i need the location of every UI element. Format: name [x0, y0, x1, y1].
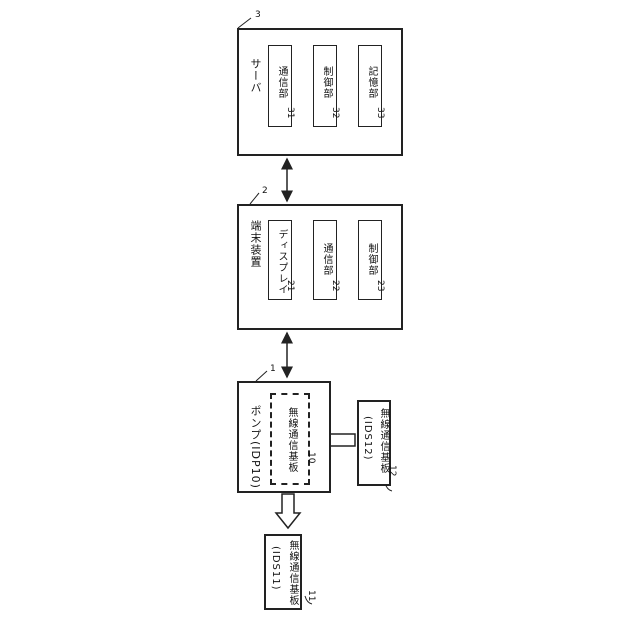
terminal-label: 端末装置: [247, 220, 263, 268]
ref-12: 12: [387, 465, 397, 476]
ids11-box: 無線通信基板 (IDS11): [264, 534, 302, 610]
server-control-label: 制御部: [319, 66, 334, 99]
ref-32: 32: [330, 107, 340, 118]
server-storage-label: 記憶部: [364, 66, 379, 99]
ref-33: 33: [375, 107, 385, 118]
ids12-label-2: (IDS12): [362, 416, 373, 461]
terminal-control-label: 制御部: [364, 243, 379, 276]
ref-23: 23: [375, 280, 385, 291]
server-comm-label: 通信部: [274, 66, 289, 99]
leader-3: [238, 18, 251, 28]
pump-ref: 1: [270, 364, 276, 374]
ref-21: 21: [285, 280, 295, 291]
pump-board-label: 無線通信基板: [284, 407, 299, 473]
ref-10: 10: [306, 452, 316, 463]
server-ref: 3: [255, 10, 261, 20]
server-label: サーバ: [247, 58, 263, 94]
ref-31: 31: [285, 107, 295, 118]
ids11-label-1: 無線通信基板: [285, 540, 300, 606]
ids12-box: 無線通信基板 (IDS12): [357, 400, 391, 486]
ids11-label-2: (IDS11): [270, 546, 281, 591]
leader-1: [256, 371, 267, 381]
ref-11: 11: [306, 590, 316, 601]
pump-label: ポンプ(IDP10): [247, 405, 263, 489]
terminal-ref: 2: [262, 186, 268, 196]
ref-22: 22: [330, 280, 340, 291]
terminal-comm-label: 通信部: [319, 243, 334, 276]
leader-2: [250, 193, 259, 204]
pump-wireless-board: 無線通信基板: [270, 393, 310, 485]
pump-to-ids11-arrow: [276, 494, 300, 528]
